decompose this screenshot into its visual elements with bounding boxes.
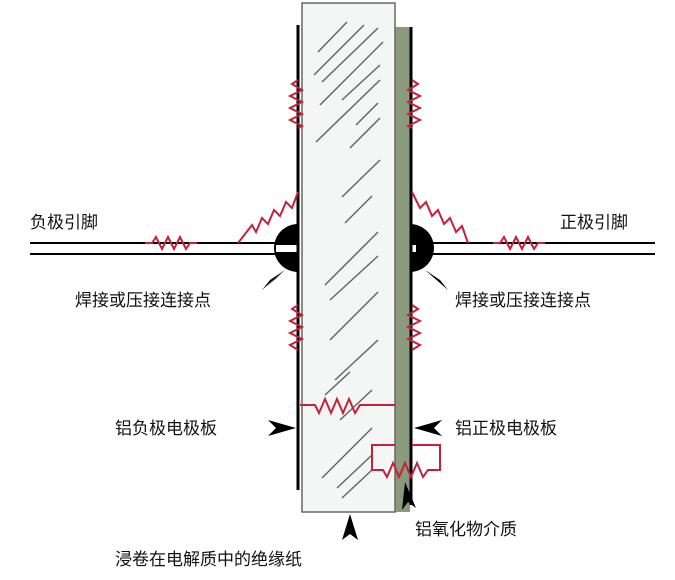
resistor-right-upper (405, 79, 423, 129)
resistor-negative-lead (145, 234, 197, 252)
resistor-left-lower (287, 304, 305, 351)
arrow-weld-right (425, 270, 448, 290)
weld-point-right (410, 224, 434, 272)
label-negative-plate: 铝负极电极板 (115, 419, 217, 439)
label-negative-lead: 负极引脚 (30, 213, 98, 233)
oxide-layer (395, 27, 410, 512)
arrow-oxide (402, 482, 416, 510)
label-positive-lead: 正极引脚 (560, 213, 628, 233)
arrow-weld-left (264, 273, 282, 288)
resistor-left-upper (287, 79, 305, 129)
arrow-negative-plate (268, 420, 296, 436)
resistor-right-lower (405, 304, 423, 351)
label-weld-point-right: 焊接或压接连接点 (455, 291, 591, 311)
resistor-electrolyte (300, 396, 395, 416)
positive-lead-wire (415, 242, 655, 255)
label-weld-point-left: 焊接或压接连接点 (75, 291, 211, 311)
resistor-right-diagonal (411, 191, 469, 244)
resistor-positive-lead (493, 234, 545, 252)
resistor-oxide-bracket (371, 444, 441, 480)
arrow-paper (342, 514, 358, 540)
label-oxide-dielectric: 铝氧化物介质 (415, 520, 517, 540)
label-insulating-paper: 浸卷在电解质中的绝缘纸 (115, 550, 302, 570)
insulating-paper (301, 2, 396, 513)
negative-lead-wire (30, 242, 292, 255)
resistor-left-diagonal (237, 191, 299, 244)
label-positive-plate: 铝正极电极板 (455, 419, 557, 439)
arrow-positive-plate (414, 420, 442, 436)
arrows (262, 270, 448, 540)
